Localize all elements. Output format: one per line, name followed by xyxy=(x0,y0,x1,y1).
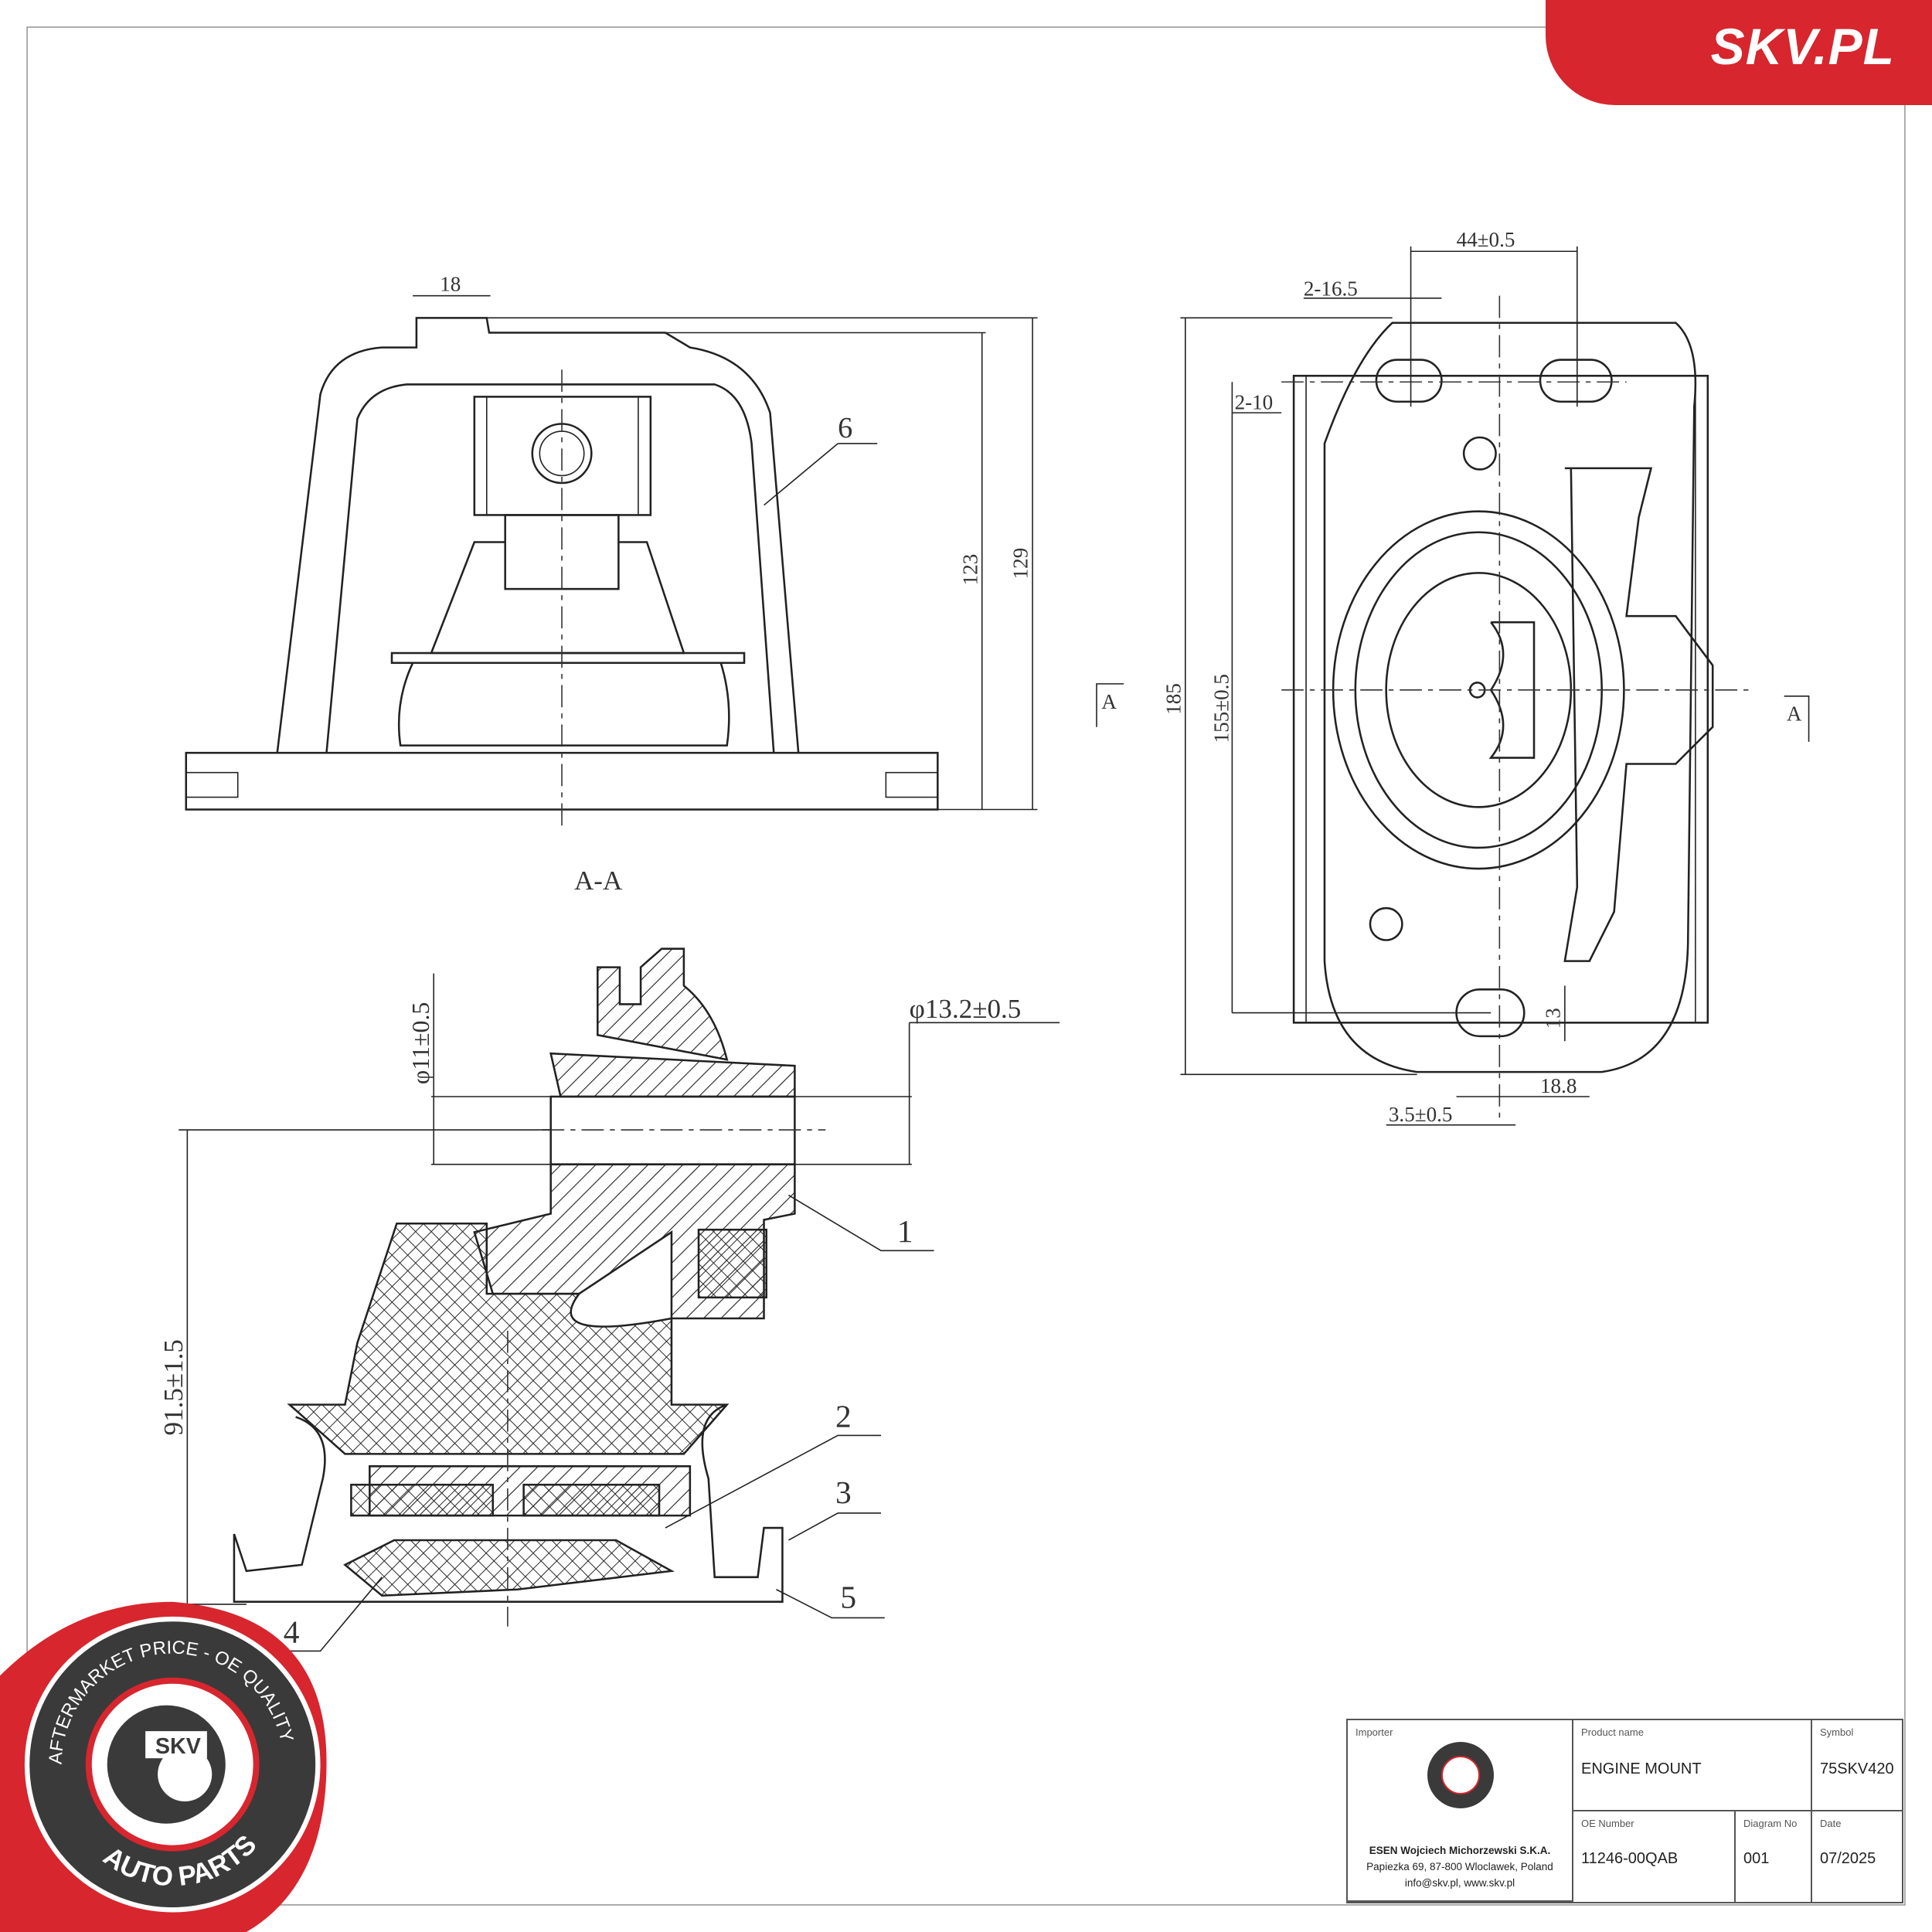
section-marker-left: A xyxy=(1101,690,1117,713)
importer-label: Importer xyxy=(1355,1726,1393,1738)
dim-18: 18 xyxy=(440,272,461,295)
dim-129: 129 xyxy=(1009,548,1032,580)
date-value: 07/2025 xyxy=(1820,1850,1876,1867)
symbol-cell: Symbol 75SKV420 xyxy=(1812,1720,1902,1811)
dim-bore: φ11±0.5 xyxy=(407,1002,434,1084)
dim-slot-length: 2-16.5 xyxy=(1304,277,1358,301)
date-label: Date xyxy=(1820,1818,1842,1829)
dim-123: 123 xyxy=(958,554,981,586)
section-title: A-A xyxy=(574,866,623,896)
callout-1: 1 xyxy=(897,1213,913,1249)
front-view: 6 18 123 129 xyxy=(185,272,1038,832)
top-view: 44±0.5 2-16.5 2-10 185 155±0.5 13 18.8 3… xyxy=(1096,228,1810,1126)
dim-13: 13 xyxy=(1541,1008,1564,1029)
brand-logo: SKV.PL xyxy=(1710,18,1895,75)
drawing-frame xyxy=(26,26,1906,1906)
oe-number-cell: OE Number 11246-00QAB xyxy=(1573,1811,1736,1902)
section-view: φ11±0.5 φ13.2±0.5 91.5±1.5 1 2 3 4 5 xyxy=(158,947,1060,1652)
dim-thickness: 3.5±0.5 xyxy=(1389,1103,1453,1126)
oe-number-label: OE Number xyxy=(1581,1818,1634,1829)
callout-5: 5 xyxy=(840,1580,856,1615)
diagram-no-value: 001 xyxy=(1743,1850,1770,1867)
brand-banner: SKV.PL xyxy=(1546,0,1932,105)
dim-185: 185 xyxy=(1162,683,1185,715)
product-name-cell: Product name ENGINE MOUNT xyxy=(1573,1720,1812,1811)
seal-center-text: SKV xyxy=(155,1734,201,1759)
title-block: Importer ESEN Wojciech Michorzewski S.K.… xyxy=(1346,1719,1903,1903)
callout-6: 6 xyxy=(838,412,852,444)
importer-address: Papiezka 69, 87-800 Wloclawek, Poland xyxy=(1366,1861,1553,1872)
diagram-no-label: Diagram No xyxy=(1743,1818,1798,1829)
symbol-label: Symbol xyxy=(1820,1726,1854,1738)
product-name-value: ENGINE MOUNT xyxy=(1581,1760,1702,1777)
oe-number-value: 11246-00QAB xyxy=(1581,1850,1679,1867)
importer-logo xyxy=(1427,1742,1494,1808)
dim-hole-spacing: 155±0.5 xyxy=(1210,674,1233,743)
dim-hole-pitch: 44±0.5 xyxy=(1457,228,1515,251)
skv-seal-logo: SKV AFTERMARKET PRICE - OE QUALITY AUTO … xyxy=(0,1601,327,1932)
dim-height: 91.5±1.5 xyxy=(158,1339,189,1435)
section-marker-right: A xyxy=(1787,702,1802,726)
symbol-value: 75SKV420 xyxy=(1820,1760,1894,1777)
diagram-no-cell: Diagram No 001 xyxy=(1736,1811,1812,1902)
dim-slot-width: 2-10 xyxy=(1235,390,1274,413)
callout-2: 2 xyxy=(835,1398,852,1434)
product-name-label: Product name xyxy=(1581,1726,1644,1738)
callout-4: 4 xyxy=(284,1614,300,1649)
importer-cell: Importer ESEN Wojciech Michorzewski S.K.… xyxy=(1348,1720,1573,1902)
dim-18-8: 18.8 xyxy=(1540,1074,1577,1097)
date-cell: Date 07/2025 xyxy=(1812,1811,1902,1902)
importer-contact: info@skv.pl, www.skv.pl xyxy=(1404,1877,1515,1889)
dim-bore-outer: φ13.2±0.5 xyxy=(910,994,1022,1024)
callout-3: 3 xyxy=(835,1475,852,1510)
importer-name: ESEN Wojciech Michorzewski S.K.A. xyxy=(1369,1845,1551,1856)
